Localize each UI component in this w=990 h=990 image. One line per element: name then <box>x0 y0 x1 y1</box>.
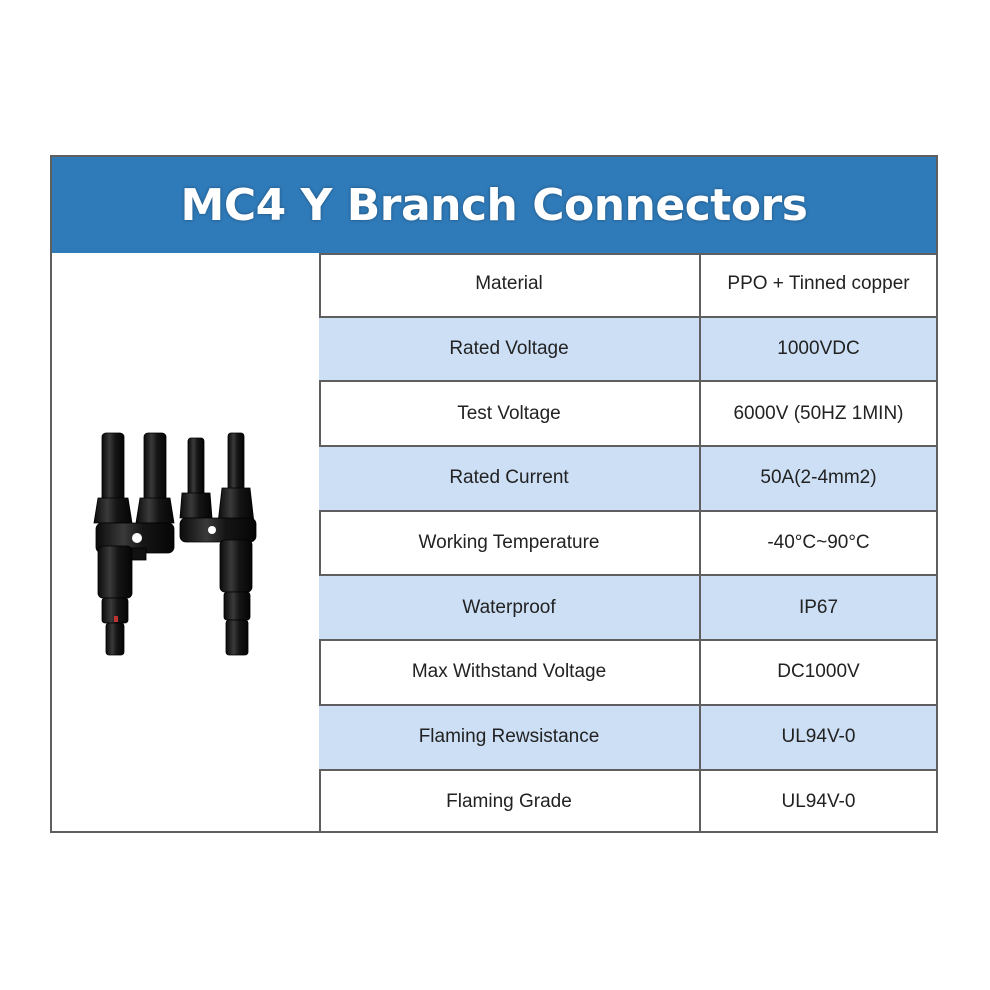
table-row: Rated Voltage 1000VDC <box>319 316 936 383</box>
table-row: Waterproof IP67 <box>319 575 936 642</box>
spec-table: Material PPO + Tinned copper Rated Volta… <box>319 253 936 834</box>
product-image-cell <box>52 253 321 831</box>
table-row: Rated Current 50A(2-4mm2) <box>319 446 936 512</box>
spec-value: IP67 <box>700 575 936 642</box>
spec-card: MC4 Y Branch Connectors <box>50 155 938 834</box>
spec-value: 6000V (50HZ 1MIN) <box>700 381 936 448</box>
connector-illustration-icon <box>93 432 257 656</box>
spec-value: PPO + Tinned copper <box>700 253 936 318</box>
table-row: Test Voltage 6000V (50HZ 1MIN) <box>319 381 936 448</box>
spec-value: DC1000V <box>700 640 936 706</box>
page-title: MC4 Y Branch Connectors <box>180 179 808 231</box>
spec-label: Rated Voltage <box>319 316 701 383</box>
spec-value: -40°C~90°C <box>700 510 936 577</box>
spec-label: Waterproof <box>319 575 701 642</box>
table-row: Flaming Rewsistance UL94V-0 <box>319 704 936 771</box>
spec-label: Test Voltage <box>319 381 701 448</box>
spec-label: Max Withstand Voltage <box>319 640 701 706</box>
table-row: Flaming Grade UL94V-0 <box>319 769 936 834</box>
table-row: Material PPO + Tinned copper <box>319 253 936 318</box>
spec-label: Material <box>319 253 701 318</box>
spec-value: UL94V-0 <box>781 790 856 812</box>
table-row: Max Withstand Voltage DC1000V <box>319 640 936 706</box>
spec-value: 50A(2-4mm2) <box>700 446 936 512</box>
spec-value: UL94V-0 <box>700 704 936 771</box>
title-bar: MC4 Y Branch Connectors <box>52 157 936 255</box>
table-row: Working Temperature -40°C~90°C <box>319 510 936 577</box>
spec-label: Working Temperature <box>319 510 701 577</box>
spec-label: Flaming Rewsistance <box>319 704 701 771</box>
spec-label: Rated Current <box>319 446 701 512</box>
spec-value: 1000VDC <box>700 316 936 383</box>
spec-label: Flaming Grade <box>319 769 701 834</box>
